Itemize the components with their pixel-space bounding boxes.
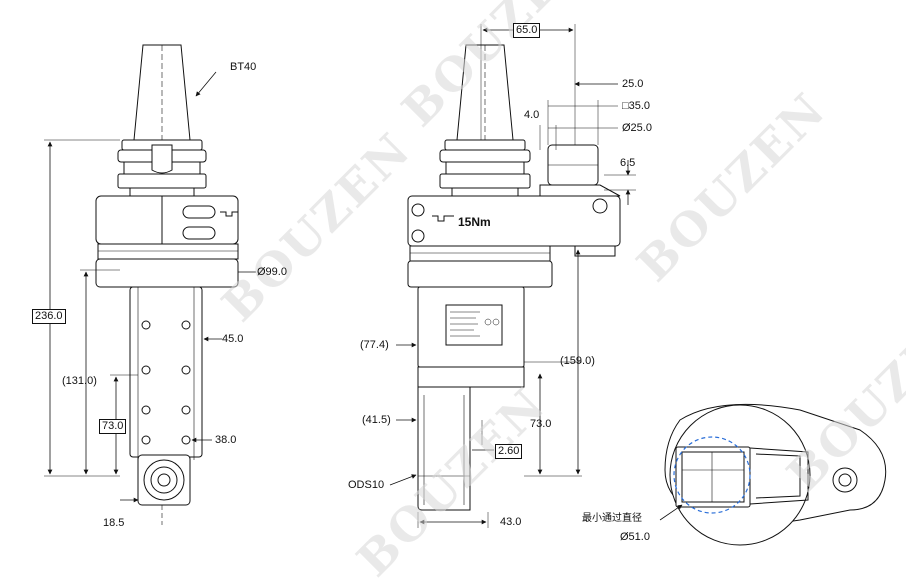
middle-view [407, 44, 621, 511]
technical-drawing [44, 24, 887, 546]
dim-2-6-label: 2.60 [495, 444, 523, 459]
nose-width-label: 38.0 [215, 434, 237, 446]
overall-length-label: 236.0 [32, 309, 66, 324]
dia-25-label: Ø25.0 [622, 122, 652, 134]
offset-top-label: 65.0 [513, 23, 541, 38]
dim-6-5-label: 6.5 [620, 157, 636, 169]
bottom-view [664, 403, 887, 546]
flange-diameter-label: Ø99.0 [257, 266, 287, 278]
bottom-dimensions [659, 504, 683, 521]
spindle-offset-label: 73.0 [99, 419, 127, 434]
left-view [95, 44, 239, 525]
nose-tip-label: 18.5 [103, 517, 125, 529]
arm-width-label: 45.0 [222, 333, 244, 345]
dim-25-label: 25.0 [622, 78, 644, 90]
passage-label: 最小通过直径 [582, 513, 642, 524]
torque-label: 15Nm [458, 215, 491, 229]
dim-73-label: 73.0 [530, 418, 552, 430]
dim-4-label: 4.0 [524, 109, 540, 121]
dim-41-5-label: (41.5) [362, 414, 391, 426]
bt40-label: BT40 [230, 61, 257, 73]
passage-diameter-label: Ø51.0 [620, 531, 650, 543]
dim-43-label: 43.0 [500, 516, 522, 528]
dim-159-label: (159.0) [560, 355, 595, 367]
ods-label: ODS10 [348, 479, 385, 491]
square-35-label: □35.0 [622, 100, 651, 112]
middle-dimensions [389, 24, 636, 528]
dim-77-4-label: (77.4) [360, 339, 389, 351]
arm-length-label: (131.0) [62, 375, 97, 387]
